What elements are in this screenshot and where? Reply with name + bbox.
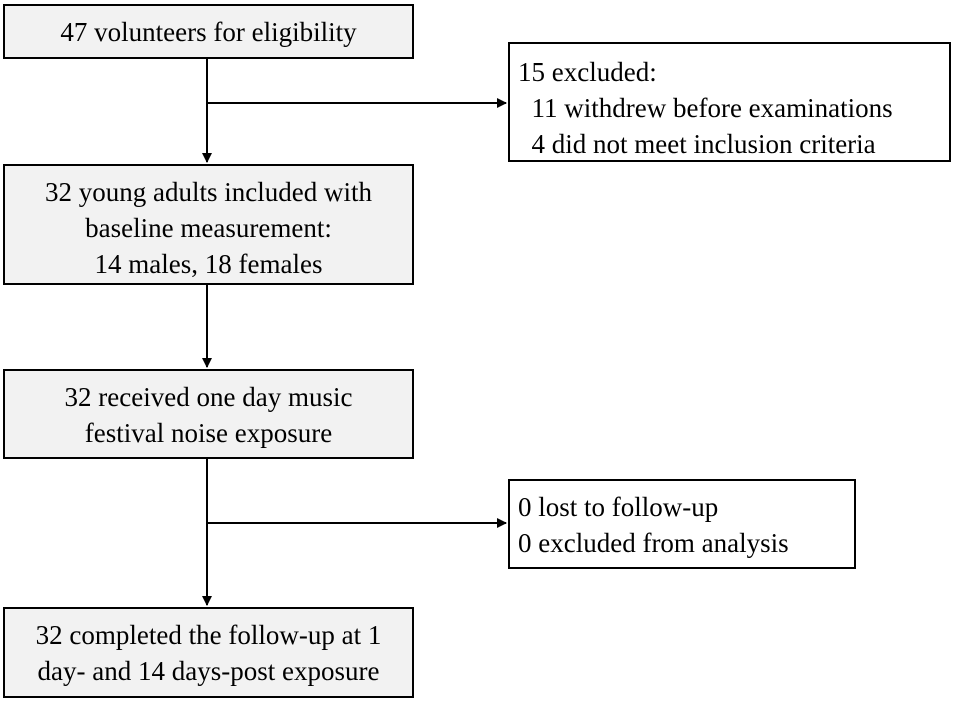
excluded-box: 15 excluded: 11 withdrew before examinat… [508, 42, 951, 162]
excluded-line-3: 4 did not meet inclusion criteria [518, 129, 876, 159]
excluded-line-1: 15 excluded: [518, 57, 657, 87]
completed-box: 32 completed the follow-up at 1 day- and… [3, 607, 414, 698]
received-box: 32 received one day music festival noise… [3, 369, 414, 459]
included-line-1: 32 young adults included with [45, 177, 372, 207]
received-line-1: 32 received one day music [64, 382, 353, 412]
lost-box: 0 lost to follow-up 0 excluded from anal… [508, 479, 856, 569]
excluded-line-2: 11 withdrew before examinations [518, 93, 893, 123]
volunteers-box: 47 volunteers for eligibility [3, 4, 414, 59]
completed-line-2: day- and 14 days-post exposure [37, 656, 380, 686]
lost-line-2: 0 excluded from analysis [518, 528, 789, 558]
volunteers-line-1: 47 volunteers for eligibility [60, 17, 357, 47]
received-line-2: festival noise exposure [84, 418, 333, 448]
completed-line-1: 32 completed the follow-up at 1 [35, 620, 382, 650]
included-line-3: 14 males, 18 females [94, 249, 323, 279]
included-box: 32 young adults included with baseline m… [3, 164, 414, 285]
included-line-2: baseline measurement: [85, 213, 332, 243]
lost-line-1: 0 lost to follow-up [518, 492, 719, 522]
